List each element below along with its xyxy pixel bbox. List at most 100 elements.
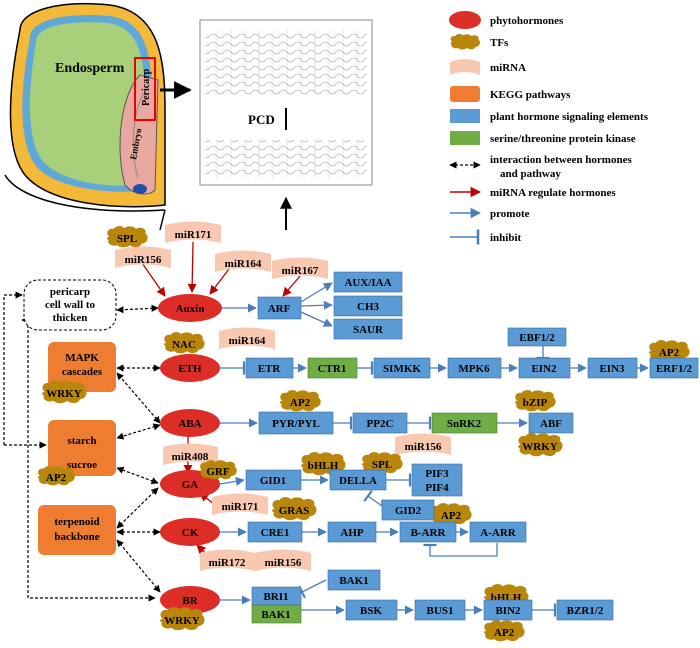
pcd-panel [199, 19, 373, 186]
element-bus1-label: BUS1 [427, 605, 454, 617]
legend-phytohormones: phytohormones [490, 15, 564, 27]
element-erf12 [649, 357, 699, 379]
mirna-171b [212, 493, 268, 515]
element-pyr-label: PYR/PYL [272, 418, 320, 430]
legend-inhibit: inhibit [490, 232, 522, 244]
mirna-156a [115, 246, 171, 268]
element-saur-label: SAUR [353, 324, 384, 336]
kegg-terp-1: terpenoid [54, 516, 99, 528]
tf-ap2-1-label: AP2 [46, 472, 67, 484]
pericarp-box-line3: thicken [53, 312, 88, 324]
element-arf-label: ARF [268, 303, 291, 315]
mirna-172 [200, 549, 255, 571]
element-aarr [469, 521, 527, 543]
element-mpk6-label: MPK6 [458, 363, 490, 375]
element-arf [257, 296, 302, 320]
element-barr [399, 521, 457, 543]
kinase-bak1-label: BAK1 [261, 609, 290, 621]
legend-promote: promote [490, 208, 530, 220]
element-pif4-label: PIF4 [425, 482, 449, 494]
element-mpk6 [447, 357, 502, 379]
legend-signaling: plant hormone signaling elements [490, 111, 649, 123]
element-della [329, 469, 387, 491]
element-aarr-label: A-ARR [480, 527, 516, 539]
mirna-171b-label: miR171 [222, 501, 259, 513]
hormone-auxin [158, 294, 222, 322]
element-ahp [327, 521, 377, 543]
tf-bzip-label: bZIP [523, 397, 548, 409]
mirna-408-label: miR408 [172, 451, 209, 463]
mirna-156b [395, 433, 451, 455]
tf-spl-2-label: SPL [372, 459, 392, 471]
element-bin2 [483, 599, 533, 621]
hormone-aba-label: ABA [178, 418, 201, 430]
element-erf12-label: ERF1/2 [656, 363, 693, 375]
kinase-ctr1-label: CTR1 [318, 363, 347, 375]
mirna-172-label: miR172 [209, 557, 246, 569]
kegg-mapk-1: MAPK [65, 352, 99, 364]
pericarp-box-line2: cell wall to [45, 299, 96, 311]
element-ch3-label: CH3 [357, 301, 380, 313]
legend-mirna: miRNA [490, 62, 526, 74]
element-bzr12 [556, 599, 614, 621]
legend-mirna-regulate: miRNA regulate hormones [490, 187, 616, 199]
hormone-ck-label: CK [182, 527, 199, 539]
element-simkk-label: SIMKK [383, 363, 421, 375]
pcd-label: PCD [248, 112, 275, 127]
mirna-164a [215, 250, 271, 272]
legend-kegg-swatch [450, 86, 480, 102]
pericarp-label: Pericarp [141, 68, 152, 106]
kegg-sucroe: sucroe [67, 459, 97, 471]
tf-bhlh-1-label: bHLH [308, 460, 339, 472]
tf-ap2-5-label: AP2 [494, 627, 515, 639]
hormone-eth [160, 354, 220, 382]
hormone-eth-label: ETH [178, 363, 202, 375]
legend [449, 11, 482, 245]
element-bzr12-label: BZR1/2 [567, 605, 604, 617]
hormone-ck [160, 518, 220, 546]
element-cre1 [247, 521, 303, 543]
mirna-164b [219, 327, 275, 349]
legend-tf-swatch [450, 34, 481, 50]
element-ein3-label: EIN3 [599, 363, 625, 375]
mirna-156b-label: miR156 [405, 441, 442, 453]
mirna-156c [255, 549, 311, 571]
element-abf [528, 412, 574, 434]
element-bin2-label: BIN2 [495, 605, 521, 617]
tf-gras-label: GRAS [279, 505, 310, 517]
element-bus1 [414, 599, 466, 621]
legend-kegg: KEGG pathways [490, 89, 571, 101]
tf-wrky-1-label: WRKY [46, 388, 82, 400]
element-pif3-label: PIF3 [425, 468, 449, 480]
tf-wrky-2-label: WRKY [522, 441, 558, 453]
mirna-171a [165, 221, 221, 243]
element-pp2c-label: PP2C [367, 418, 394, 430]
element-della-label: DELLA [339, 475, 377, 487]
mirna-156c-label: miR156 [265, 557, 302, 569]
legend-tfs: TFs [490, 37, 509, 49]
element-abf-label: ABF [540, 418, 562, 430]
legend-element-swatch [450, 109, 480, 123]
element-bak1-top-label: BAK1 [339, 575, 368, 587]
mirna-164b-label: miR164 [229, 335, 266, 347]
tf-ap2-4-label: AP2 [659, 347, 680, 359]
mirna-408 [163, 443, 218, 465]
element-bak1-top [327, 569, 381, 591]
element-pyr [258, 411, 334, 435]
endosperm-label: Endosperm [55, 61, 125, 76]
element-ein2-label: EIN2 [531, 363, 557, 375]
element-barr-label: B-ARR [411, 527, 447, 539]
tf-spl-1-label: SPL [117, 233, 137, 245]
legend-interaction-1: interaction between hormones [490, 154, 632, 166]
tf-wrky-3-label: WRKY [164, 615, 200, 627]
element-bsk [345, 599, 398, 621]
element-etr-label: ETR [258, 363, 282, 375]
element-bri1-label: BRI1 [263, 591, 288, 603]
kinases [251, 357, 498, 624]
legend-interaction-2: and pathway [500, 168, 561, 180]
element-auxiaa-label: AUX/IAA [344, 277, 391, 289]
mirna-164a-label: miR164 [225, 258, 262, 270]
left-column [23, 279, 117, 555]
element-gid1 [245, 469, 302, 491]
mirna-167 [272, 257, 328, 279]
